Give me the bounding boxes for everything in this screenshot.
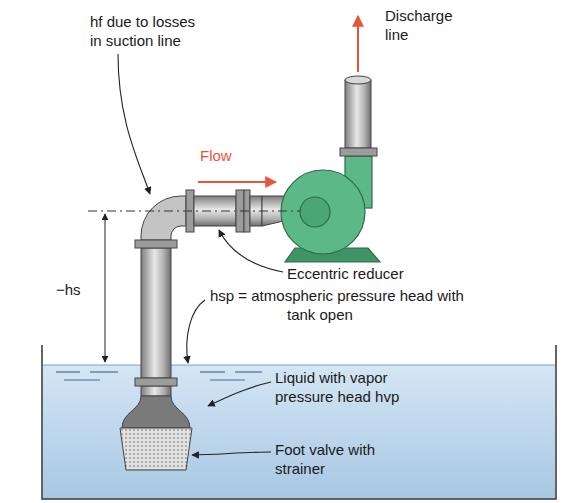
flow-arrow (198, 181, 276, 183)
centerline (88, 211, 300, 212)
wrap-spacer (355, 406, 450, 424)
tank-wall (42, 345, 556, 499)
foot-valve (120, 396, 192, 470)
dimension-line (105, 214, 106, 362)
label-holder: hf due to losses in suction line (90, 12, 202, 50)
dimension-label: −hs (56, 280, 81, 299)
callout-text: hf due to losses in suction line (90, 12, 202, 50)
label-holder: −hs (56, 280, 81, 299)
callout-text: Discharge line (385, 6, 465, 44)
label-holder: Discharge line (385, 6, 465, 44)
callout-text: hsp = atmospheric pressure head with tan… (210, 286, 477, 324)
discharge-arrow (357, 16, 359, 72)
label-holder: Eccentric reducer (287, 264, 404, 283)
discharge-pipe (340, 76, 377, 156)
flow-label: Flow (200, 146, 232, 165)
leader-lines (118, 54, 283, 455)
pump (281, 156, 380, 262)
liquid (43, 365, 556, 499)
label-holder: Flow (200, 146, 232, 165)
callout-text: Eccentric reducer (287, 264, 404, 283)
label-holder: Liquid with vapor pressure head hvp (275, 368, 450, 424)
callout-text: Foot valve with strainer (275, 440, 385, 478)
liquid-surface (43, 365, 555, 366)
label-holder: hsp = atmospheric pressure head with tan… (210, 286, 477, 324)
callout-text: Liquid with vapor pressure head hvp (275, 368, 450, 406)
label-holder: Foot valve with strainer (275, 440, 385, 478)
